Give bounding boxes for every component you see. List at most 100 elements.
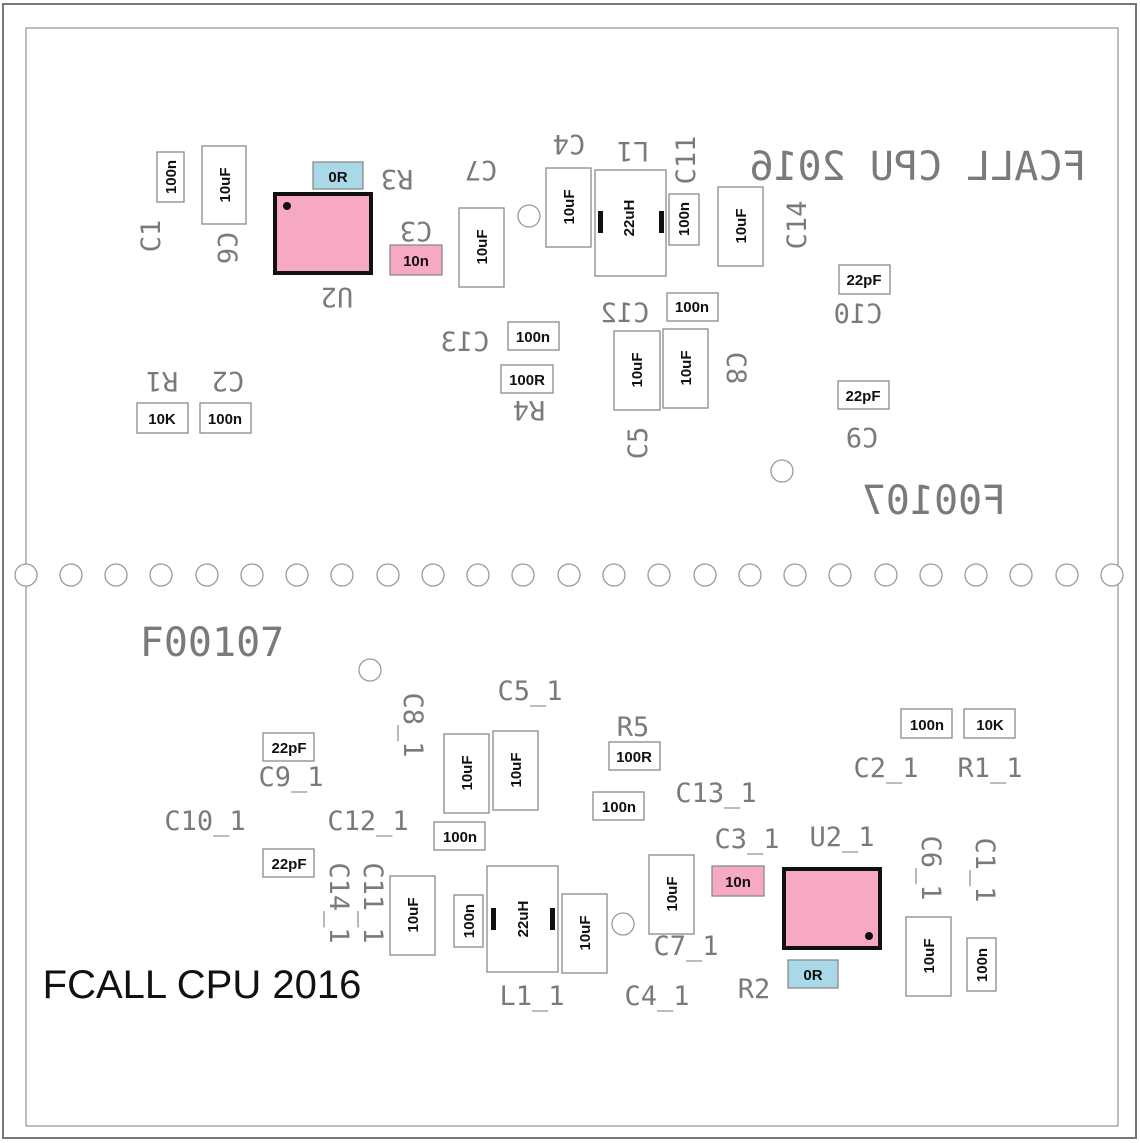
c12-1-ref: C12_1 <box>327 806 408 837</box>
c2-1-value: 100n <box>910 717 944 734</box>
c11-1-ref: C11_1 <box>357 862 388 943</box>
r4-body <box>500 364 554 394</box>
c2-body <box>199 402 252 434</box>
c14-1-ref: C14_1 <box>323 862 354 943</box>
l1-pad-left <box>598 211 603 233</box>
c9-value: 22pF <box>845 388 880 405</box>
c3-1-value: 10n <box>725 874 751 891</box>
c11-value: 100n <box>676 202 693 236</box>
r2-body <box>787 959 839 989</box>
l1-1-value: 22uH <box>515 901 532 938</box>
c7-1-ref: C7_1 <box>653 931 718 962</box>
c13-ref: C13 <box>441 327 490 358</box>
c1-1-value: 100n <box>974 948 991 982</box>
c2-ref: C2 <box>212 365 245 396</box>
c6-1-body <box>905 916 952 997</box>
l1-body <box>594 169 667 277</box>
c11-1-body <box>453 894 484 948</box>
c8-ref: C8 <box>720 352 751 385</box>
c14-body <box>717 186 764 267</box>
r2-value: 0R <box>803 967 822 984</box>
c9-1-ref: C9_1 <box>258 762 323 793</box>
c1-ref: C1 <box>136 220 167 253</box>
c3-1-body <box>711 865 765 897</box>
c6-body <box>201 145 247 225</box>
board-id: F00107 <box>140 620 285 666</box>
c8-1-ref: C8_1 <box>397 692 428 757</box>
c1-1-ref: C1_1 <box>969 837 1000 902</box>
l1-1-ref: L1_1 <box>499 981 564 1012</box>
c8-1-body <box>443 733 490 814</box>
c2-1-body <box>900 708 953 739</box>
c11-1-value: 100n <box>461 904 478 938</box>
board-title: FCALL CPU 2016 <box>43 963 362 1007</box>
board-id-mirrored: F00107 <box>862 478 1007 524</box>
fiducial <box>517 204 541 228</box>
c4-ref: C4 <box>553 128 586 159</box>
fiducial <box>770 459 794 483</box>
l1-ref: L1 <box>617 135 650 166</box>
u2-body <box>273 192 373 275</box>
c12-ref: C12 <box>601 298 650 329</box>
r1-ref: R1 <box>146 365 179 396</box>
c7-1-value: 10uF <box>664 876 681 911</box>
c13-value: 100n <box>516 329 550 346</box>
c5-1-value: 10uF <box>508 752 525 787</box>
c5-body <box>613 330 661 411</box>
c14-ref: C14 <box>782 201 813 250</box>
c4-1-ref: C4_1 <box>624 981 689 1012</box>
c5-1-ref: C5_1 <box>497 676 562 707</box>
c7-body <box>458 207 505 288</box>
c4-1-body <box>561 893 608 974</box>
r4-ref: R4 <box>513 394 546 425</box>
c1-1-body <box>966 937 997 992</box>
c6-1-value: 10uF <box>921 938 938 973</box>
u2-1-body <box>782 867 882 950</box>
l1-1-body <box>486 865 559 973</box>
breakaway-hole-row <box>14 563 1124 587</box>
r5-value: 100R <box>616 749 652 766</box>
c4-body <box>545 167 592 248</box>
c9-1-value: 22pF <box>271 740 306 757</box>
r5-body <box>608 741 661 771</box>
c10-1-body <box>262 848 315 878</box>
c6-1-ref: C6_1 <box>915 835 946 900</box>
c13-1-ref: C13_1 <box>675 778 756 809</box>
c6-ref: C6 <box>211 232 242 265</box>
r1-body <box>136 402 189 434</box>
u2-ref: U2 <box>321 281 354 312</box>
c8-value: 10uF <box>678 350 695 385</box>
c12-1-body <box>433 821 486 851</box>
c8-1-value: 10uF <box>459 755 476 790</box>
r1-1-ref: R1_1 <box>957 753 1022 784</box>
c14-1-body <box>389 875 436 956</box>
fiducial <box>611 912 635 936</box>
r4-value: 100R <box>509 372 545 389</box>
c14-1-value: 10uF <box>405 897 422 932</box>
c7-1-body <box>648 854 695 935</box>
c14-value: 10uF <box>733 208 750 243</box>
c2-1-ref: C2_1 <box>853 753 918 784</box>
c12-body <box>666 292 719 322</box>
c4-value: 10uF <box>561 189 578 224</box>
u2-1-pin1-dot <box>865 932 873 940</box>
c7-ref: C7 <box>465 154 498 185</box>
l1-value: 22uH <box>621 200 638 237</box>
u2-pin1-dot <box>283 202 291 210</box>
c9-1-body <box>262 732 315 762</box>
c5-value: 10uF <box>629 352 646 387</box>
r2-ref: R2 <box>738 974 771 1005</box>
u2-1-ref: U2_1 <box>809 822 874 853</box>
c13-1-value: 100n <box>602 799 636 816</box>
c12-1-value: 100n <box>443 829 477 846</box>
c11-body <box>668 193 700 246</box>
c3-1-ref: C3_1 <box>714 824 779 855</box>
c13-1-body <box>592 791 645 821</box>
c13-body <box>507 321 560 351</box>
r1-1-value: 10K <box>976 717 1004 734</box>
c9-ref: C9 <box>846 421 879 452</box>
c10-1-ref: C10_1 <box>164 806 245 837</box>
c8-body <box>662 328 709 409</box>
